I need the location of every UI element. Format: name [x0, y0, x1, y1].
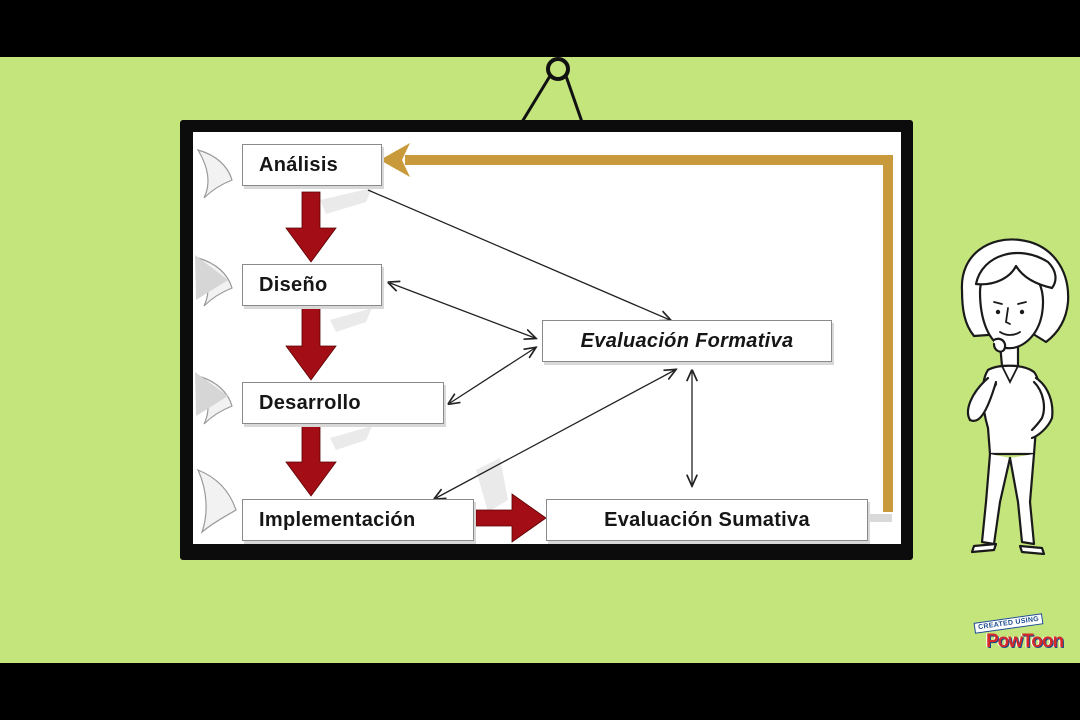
node-evaluacion-formativa-label: Evaluación Formativa [580, 329, 794, 352]
node-diseno-label: Diseño [259, 273, 328, 296]
left-chevrons [196, 149, 237, 534]
node-implementacion: Implementación [242, 499, 474, 541]
woman-character-illustration [960, 238, 1070, 556]
sumativa-stub [848, 514, 892, 522]
node-evaluacion-sumativa: Evaluación Sumativa [546, 499, 868, 541]
node-evaluacion-sumativa-label: Evaluación Sumativa [604, 508, 810, 531]
node-analisis: Análisis [242, 144, 382, 186]
powtoon-watermark: CREATED USING PowToon [972, 613, 1064, 658]
node-analisis-label: Análisis [259, 153, 339, 176]
node-implementacion-label: Implementación [259, 508, 416, 531]
node-desarrollo-label: Desarrollo [259, 391, 361, 414]
connector-lines [367, 189, 692, 498]
node-evaluacion-formativa: Evaluación Formativa [542, 320, 832, 362]
node-desarrollo: Desarrollo [242, 382, 444, 424]
feedback-loop-arrow [380, 143, 893, 512]
watermark-brand-logo: PowToon [986, 631, 1064, 652]
node-diseno: Diseño [242, 264, 382, 306]
flow-arrows [285, 191, 547, 543]
